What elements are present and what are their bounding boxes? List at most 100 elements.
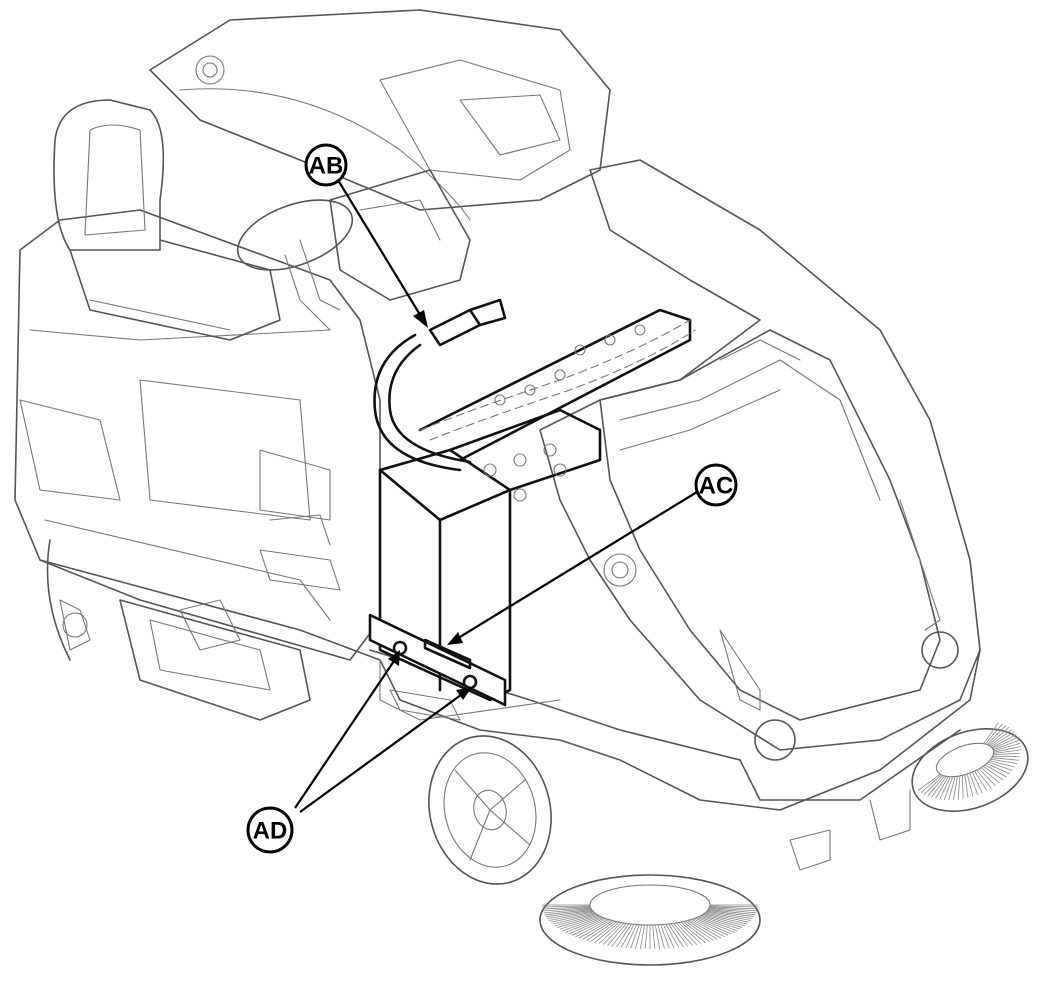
battery-cable [373,298,696,472]
bristle-line [971,772,983,794]
bristle-line [568,917,605,935]
arrowhead-ac [447,632,463,645]
bristle-line [695,917,732,935]
side-broom-right [911,728,1029,812]
leader-ac [454,491,698,641]
callout-ab-circle [304,143,348,187]
bristle-line [917,773,941,791]
bristle-line [993,749,1021,754]
bristle-line [976,769,992,789]
bristle-line [657,924,665,949]
bristle-line [707,909,755,918]
bristle-line [948,776,956,801]
bristle-line [602,922,625,945]
bristle-line [708,909,756,916]
bristle-line [993,739,1020,751]
bristle-line [571,918,607,936]
bristle-line [543,908,592,914]
callout-ab-label: AB [309,153,344,180]
bristle-line [701,914,743,928]
bristle-line [554,914,598,927]
bristle-line [562,916,602,932]
bristle-line [993,742,1021,752]
bristle-line [985,723,1003,745]
bristle-line [935,776,949,799]
bristle-line [702,914,746,927]
chassis [39,514,981,871]
callout-ad: AD [246,806,294,854]
bristle-line [969,773,979,795]
bristle-line [680,921,706,944]
bristle-line [586,920,615,941]
bristle-line [565,917,604,933]
leader-ab [337,179,423,319]
bristle-line [990,758,1017,765]
bristle-line [590,921,618,943]
bristle-line [559,915,601,930]
bristle-line [598,922,622,945]
bristle-line [616,923,632,948]
bristle-line [986,763,1010,775]
arrowhead-ad-1 [388,650,400,666]
bristle-line [542,906,591,910]
bristle-line [665,924,680,948]
bristle-line [545,909,593,918]
bristle-line [607,923,627,946]
bristle-line [990,731,1015,748]
bristle-line [625,924,638,949]
bristle-line [687,920,718,940]
bristle-line [547,910,594,919]
bristle-line [989,760,1015,768]
bristle-line [548,911,594,921]
bristle-line [620,924,635,948]
leader-ad-2 [299,691,466,813]
bristle-line [957,775,961,800]
bristle-line [966,773,974,797]
bristle-line [670,923,689,947]
bristle-line [708,908,757,914]
callout-ac-label: AC [699,473,734,500]
bristle-line [986,725,1007,745]
bristle-line [685,920,714,941]
bristle-line [693,918,729,936]
bristle-line [544,909,592,916]
bristle-line [984,764,1007,778]
bristle-line [542,905,591,908]
bristle-line [668,923,684,948]
bristle-line [931,776,947,798]
bristle-line [699,915,741,930]
bristle-line [662,924,675,949]
callout-ac-circle [694,463,738,507]
bristle-line [709,905,758,908]
bristle-line [635,924,643,949]
bristle-line [988,761,1013,771]
bristle-line [691,919,725,938]
bristle-line [696,917,735,933]
broom-bristles [542,722,1021,949]
arrowhead-ad-2 [456,687,472,700]
bristle-line [654,924,661,949]
bristle-line [964,774,969,798]
bristle-line [698,916,738,932]
bristle-line [705,912,750,923]
bristle-line [974,770,988,792]
callout-ab: AB [304,143,348,187]
bristle-line [552,913,597,925]
bristle-line [675,922,698,945]
bristle-line [993,746,1021,753]
bristle-line [639,924,646,949]
bristle-line [983,722,999,744]
bristle-line [953,776,958,800]
bristle-line [652,924,656,949]
bristle-line [644,924,648,949]
leader-ad-1 [294,657,397,809]
bristle-line [578,919,611,939]
bristle-line [709,906,758,910]
bristle-line [923,775,944,795]
bristle-line [978,768,996,787]
bristle-line [682,921,710,943]
bristle-line [988,727,1010,746]
bristle-line [991,734,1017,748]
bristle-line [993,752,1021,756]
